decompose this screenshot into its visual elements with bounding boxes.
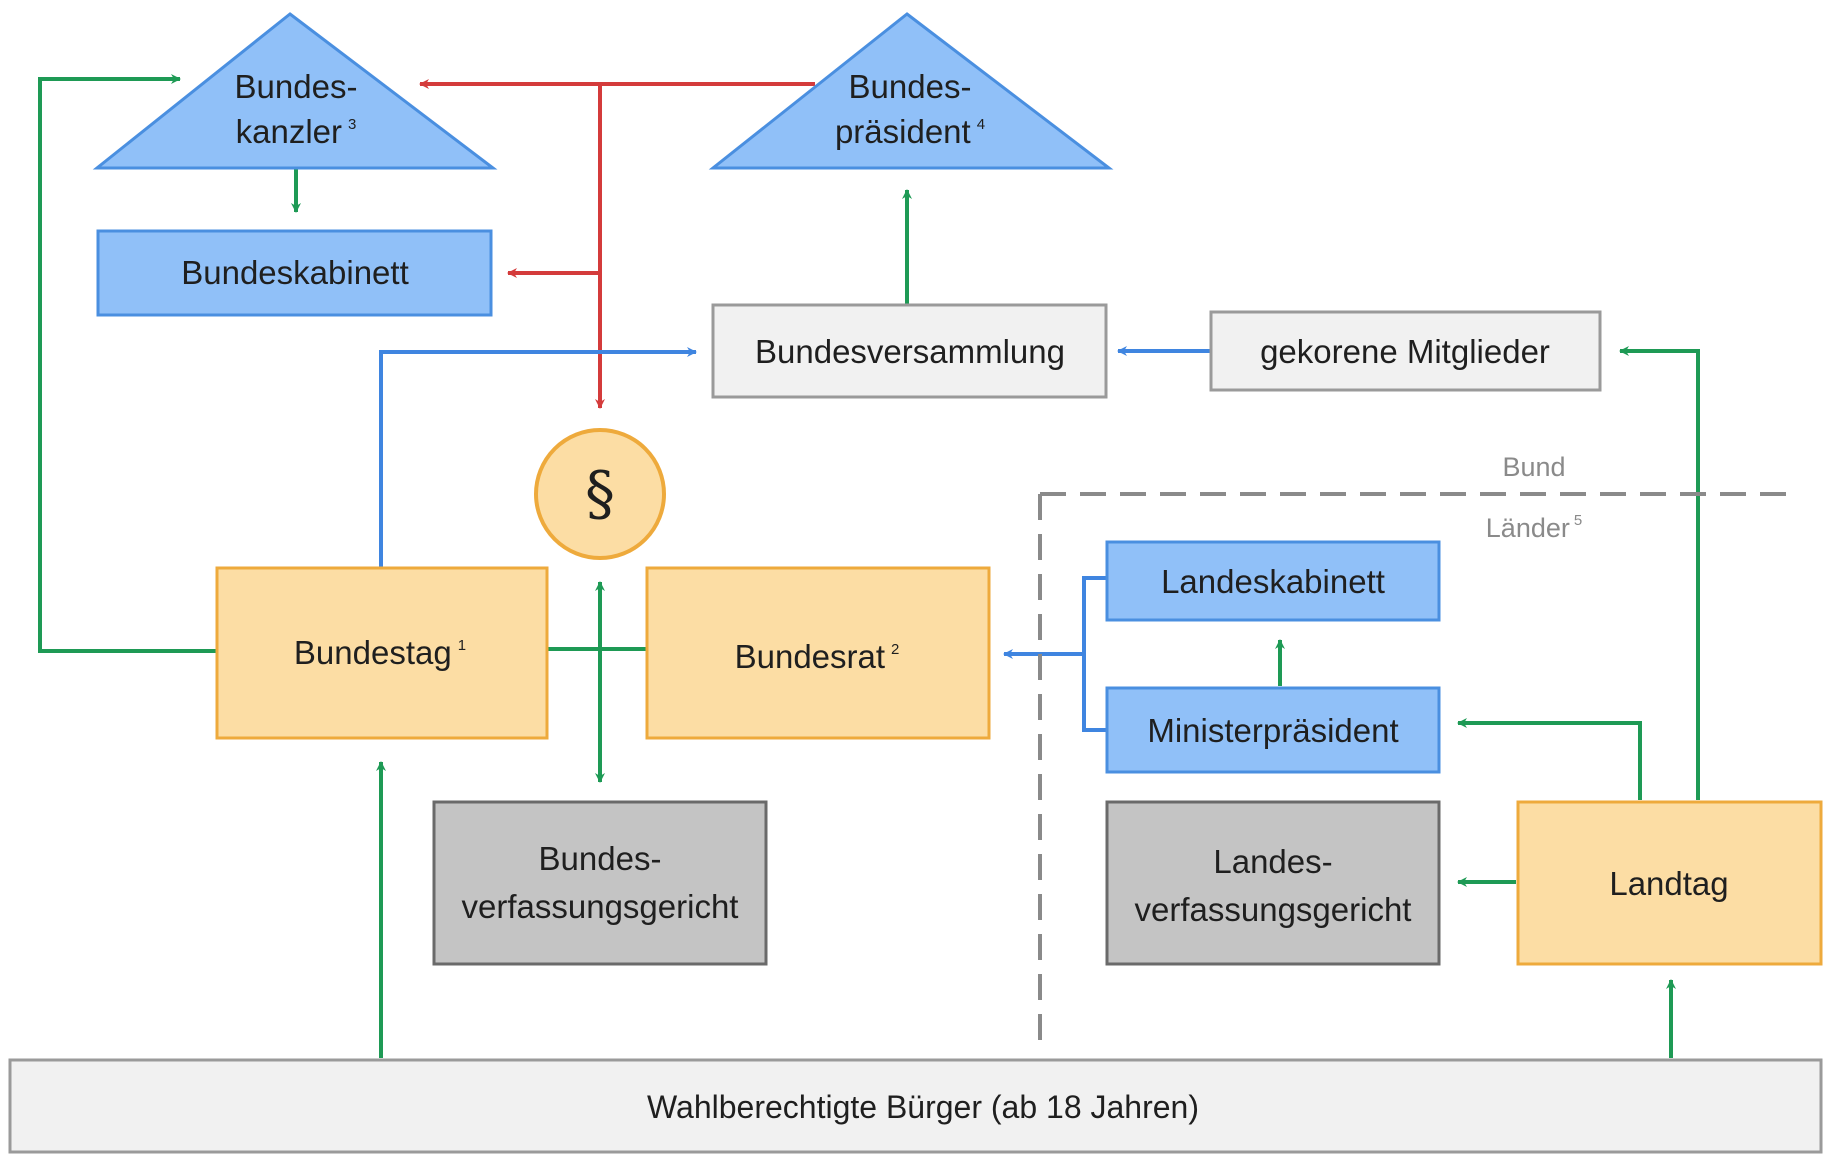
footnote-4: 4 <box>977 116 985 133</box>
bundeskabinett-node[interactable]: Bundeskabinett <box>96 229 493 317</box>
bundeskanzler-label-line1: Bundes- <box>235 68 358 105</box>
connectors <box>38 74 1700 1058</box>
grundgesetz-node[interactable]: § <box>534 428 666 560</box>
bundespraesident-label-line1: Bundes- <box>849 68 972 105</box>
ministerpraesident-node[interactable]: Ministerpräsident <box>1105 686 1441 774</box>
bundesversammlung-label: Bundesversammlung <box>755 333 1065 370</box>
landesverfassungsgericht-node[interactable]: Landes- verfassungsgericht <box>1105 800 1441 966</box>
landtag-label: Landtag <box>1609 865 1728 902</box>
buerger-node[interactable]: Wahlberechtigte Bürger (ab 18 Jahren) <box>8 1058 1823 1154</box>
buerger-label: Wahlberechtigte Bürger (ab 18 Jahren) <box>647 1089 1199 1125</box>
arrow-bundestag-to-versammlung <box>379 347 697 568</box>
landeskabinett-label: Landeskabinett <box>1161 563 1385 600</box>
landesverfassungsgericht-label-line2: verfassungsgericht <box>1135 891 1412 928</box>
landtag-node[interactable]: Landtag <box>1516 800 1823 966</box>
ministerpraesident-label: Ministerpräsident <box>1147 712 1398 749</box>
landeskabinett-node[interactable]: Landeskabinett <box>1105 540 1441 622</box>
bundesversammlung-node[interactable]: Bundesversammlung <box>711 303 1108 399</box>
paragraph-icon: § <box>585 459 615 529</box>
footnote-3: 3 <box>348 116 356 133</box>
footnote-1: 1 <box>458 637 466 654</box>
arrow-landtag-to-ministerpraesident <box>1457 718 1642 800</box>
zone-label-bund: Bund <box>1502 452 1565 482</box>
bundesverfassungsgericht-node[interactable]: Bundes- verfassungsgericht <box>432 800 768 966</box>
footnote-5: 5 <box>1574 512 1582 529</box>
gekorene-mitglieder-node[interactable]: gekorene Mitglieder <box>1209 310 1602 392</box>
bundeskabinett-label: Bundeskabinett <box>181 254 409 291</box>
arrow-landesregierung-to-bundesrat <box>1082 576 1106 732</box>
footnote-2: 2 <box>891 641 899 658</box>
arrow-bundestag-to-kanzler <box>38 74 217 653</box>
bundesverfassungsgericht-label-line1: Bundes- <box>539 840 662 877</box>
arrow-landtag-to-gekorene <box>1619 346 1700 800</box>
landesverfassungsgericht-label-line1: Landes- <box>1213 843 1332 880</box>
bundesverfassungsgericht-label-line2: verfassungsgericht <box>462 888 739 925</box>
gekorene-mitglieder-label: gekorene Mitglieder <box>1260 333 1550 370</box>
